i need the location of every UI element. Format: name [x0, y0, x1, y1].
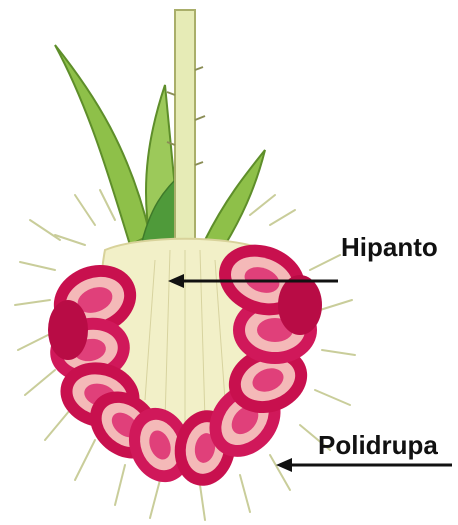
- polidrupa-label: Polidrupa: [318, 430, 438, 461]
- drupelet: [48, 300, 88, 360]
- sepal-left: [55, 45, 150, 245]
- drupelet: [278, 275, 322, 335]
- sepals: [55, 45, 265, 250]
- hipanto-label: Hipanto: [341, 232, 438, 263]
- sepal-right: [205, 150, 265, 245]
